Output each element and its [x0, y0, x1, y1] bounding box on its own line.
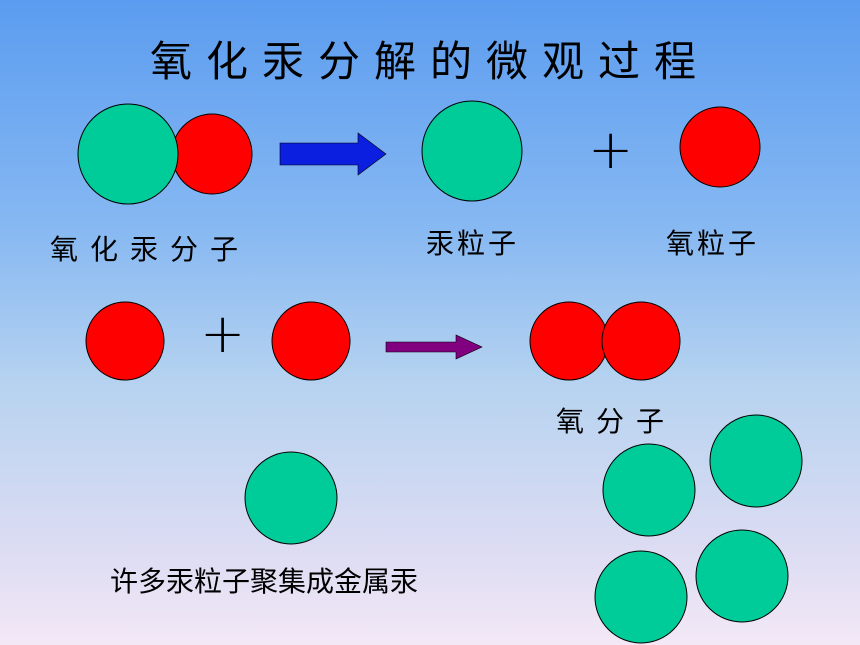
mercury-particle [695, 529, 789, 623]
oxygen-particle [271, 301, 351, 381]
plus-sign: + [200, 302, 246, 365]
metal-mercury-label: 许多汞粒子聚集成金属汞 [110, 565, 419, 598]
arrow-icon [279, 132, 387, 176]
mercury-oxide-molecule-label: 氧化汞分子 [50, 233, 251, 266]
mercury-particle [709, 414, 803, 508]
oxygen-molecule-label: 氧分子 [556, 405, 677, 438]
mercury-particle [77, 103, 179, 205]
oxygen-atom-label: 氧粒子 [666, 227, 760, 260]
plus-sign: + [588, 118, 634, 181]
mercury-particle [594, 550, 688, 644]
mercury-atom-label: 汞粒子 [426, 227, 520, 260]
oxygen-particle [679, 106, 761, 188]
mercury-particle [244, 451, 338, 545]
mercury-particle [602, 443, 696, 537]
oxygen-particle [85, 301, 165, 381]
oxygen-particle [601, 301, 681, 381]
oxygen-particle [529, 301, 609, 381]
diagram-title: 氧化汞分解的微观过程 [149, 37, 710, 86]
oxygen-particle [171, 113, 253, 195]
mercury-particle [421, 100, 523, 202]
arrow-icon [385, 334, 483, 360]
